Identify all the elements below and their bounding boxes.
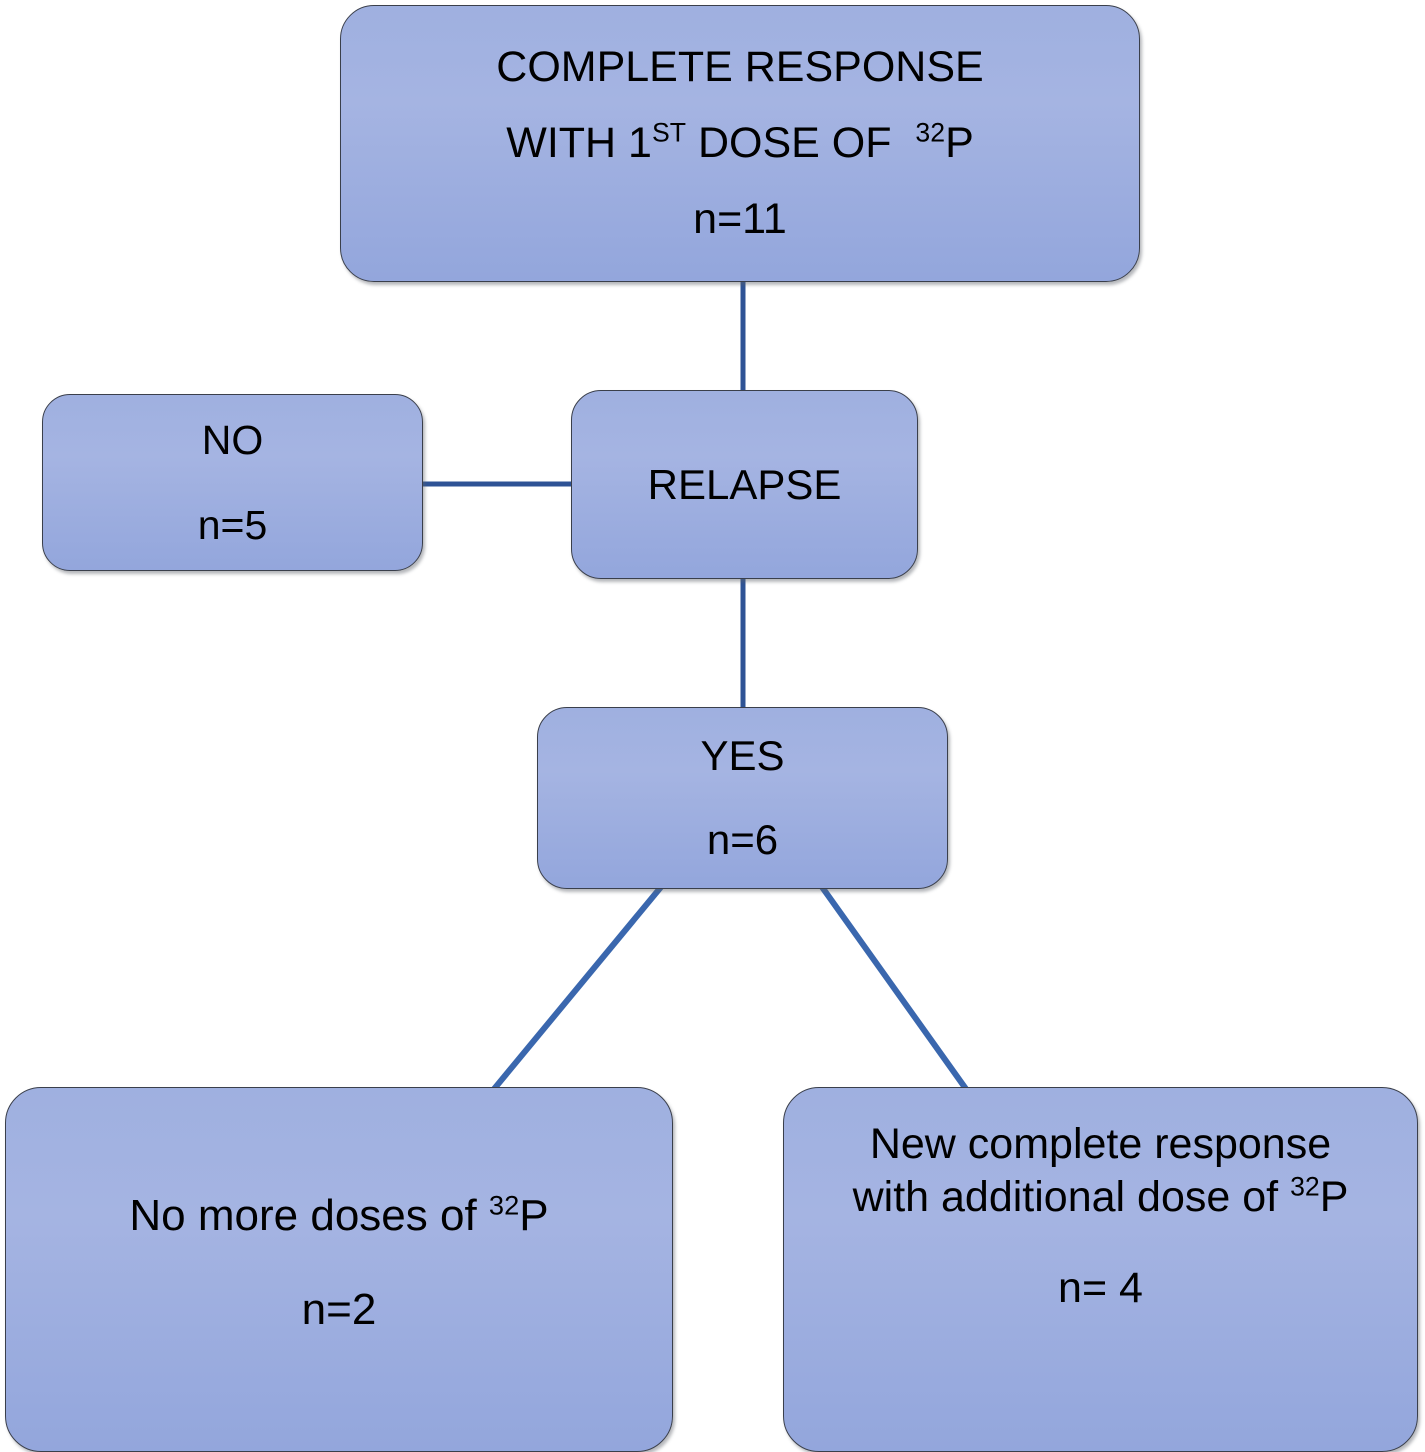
node-new-complete-response-count: n= 4 xyxy=(1058,1264,1143,1312)
edge-yes-to-no-more-doses xyxy=(491,885,664,1091)
isotope-superscript: 32 xyxy=(488,1189,520,1221)
node-complete-response-count: n=11 xyxy=(693,195,787,243)
node-new-complete-response-line-1: New complete response xyxy=(869,1120,1332,1168)
node-no-more-doses-line-1: No more doses of 32P xyxy=(129,1191,549,1240)
node-new-complete-response-line-2-post: P xyxy=(1319,1173,1349,1221)
node-relapse[interactable]: RELAPSE xyxy=(571,390,918,579)
node-complete-response[interactable]: COMPLETE RESPONSE WITH 1ST DOSE OF 32P n… xyxy=(340,5,1140,282)
isotope-superscript: 32 xyxy=(915,117,946,148)
node-yes-count: n=6 xyxy=(706,816,779,863)
node-no-more-doses-line-1-pre: No more doses of xyxy=(129,1191,489,1240)
node-complete-response-line-2: WITH 1ST DOSE OF 32P xyxy=(506,119,974,167)
isotope-superscript: 32 xyxy=(1290,1171,1320,1202)
node-complete-response-line-1: COMPLETE RESPONSE xyxy=(496,43,984,91)
node-no-more-doses[interactable]: No more doses of 32P n=2 xyxy=(5,1087,673,1452)
node-no-more-doses-count: n=2 xyxy=(301,1285,377,1334)
node-complete-response-line-2-pre: WITH 1 xyxy=(506,119,652,167)
node-new-complete-response-line-2: with additional dose of 32P xyxy=(852,1173,1349,1221)
ordinal-superscript: ST xyxy=(651,117,687,148)
node-no[interactable]: NO n=5 xyxy=(42,394,423,571)
node-no-more-doses-line-1-post: P xyxy=(519,1191,549,1240)
node-relapse-label: RELAPSE xyxy=(647,460,842,508)
node-complete-response-line-2-mid: DOSE OF xyxy=(686,119,916,167)
node-new-complete-response-line-2-pre: with additional dose of xyxy=(852,1173,1291,1221)
node-yes[interactable]: YES n=6 xyxy=(537,707,948,889)
edge-yes-to-new-complete-response xyxy=(819,885,969,1091)
node-no-label: NO xyxy=(201,416,264,463)
node-no-count: n=5 xyxy=(197,501,268,548)
node-yes-label: YES xyxy=(700,732,785,779)
node-new-complete-response[interactable]: New complete response with additional do… xyxy=(783,1087,1418,1452)
node-complete-response-line-2-post: P xyxy=(945,119,974,167)
